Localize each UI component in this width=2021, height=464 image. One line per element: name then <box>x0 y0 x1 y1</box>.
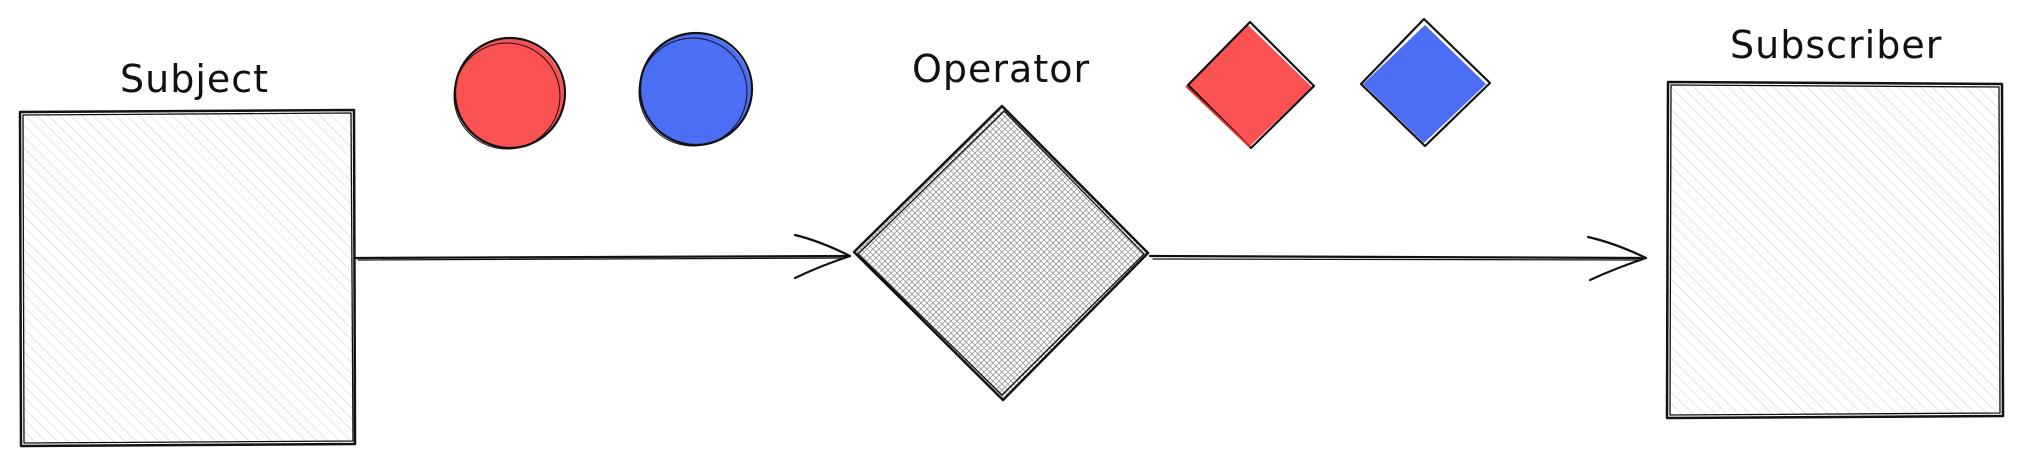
operator-diamond[interactable] <box>852 104 1150 402</box>
subscriber-label: Subscriber <box>1730 23 1942 67</box>
subject-label: Subject <box>120 57 269 101</box>
red-circle <box>453 36 567 150</box>
blue-circle <box>638 31 754 147</box>
blue-diamond <box>1359 17 1492 148</box>
subject-to-operator-arrow <box>354 233 852 280</box>
operator-label: Operator <box>912 47 1090 91</box>
subject-box[interactable] <box>18 108 357 448</box>
red-diamond <box>1185 20 1316 150</box>
operator-to-subscriber-arrow <box>1148 235 1648 282</box>
subscriber-box[interactable] <box>1665 80 2005 420</box>
